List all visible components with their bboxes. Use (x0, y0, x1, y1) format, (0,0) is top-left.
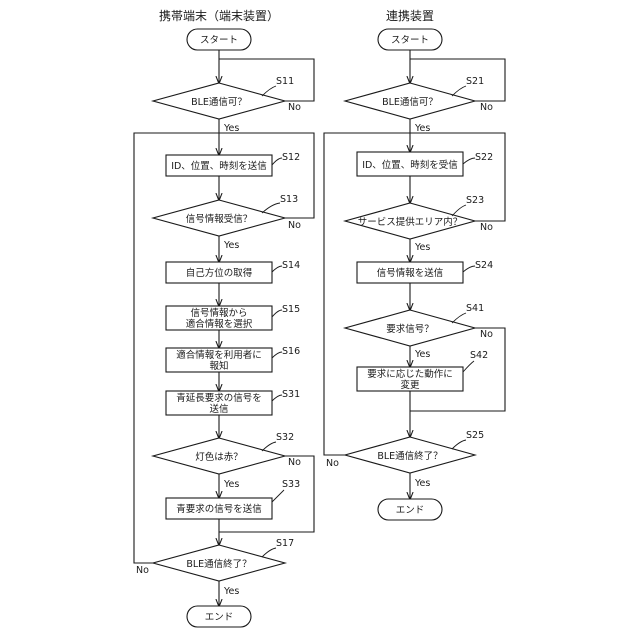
right-s25-yes: Yes (414, 478, 430, 489)
right-s21-yes: Yes (414, 123, 430, 134)
svg-text:自己方位の取得: 自己方位の取得 (186, 267, 253, 279)
svg-text:適合情報を選択: 適合情報を選択 (186, 318, 253, 330)
left-s17-decision: BLE通信終了？ (153, 545, 285, 581)
left-s11-no: No (288, 102, 301, 113)
svg-text:信号情報から: 信号情報から (190, 307, 247, 319)
svg-text:エンド: エンド (205, 612, 234, 623)
right-s25-no: No (326, 458, 339, 469)
right-s23-yes: Yes (414, 242, 430, 253)
left-s13-no: No (288, 220, 301, 231)
right-s41-decision: 要求信号？ (345, 310, 475, 346)
svg-text:スタート: スタート (200, 35, 238, 46)
right-s24-step: S24 (475, 260, 493, 271)
svg-text:変更: 変更 (400, 379, 420, 391)
left-start-terminal: スタート (187, 29, 251, 50)
right-s42-process: 要求に応じた動作に 変更 (357, 367, 463, 391)
right-s21-no: No (480, 102, 493, 113)
right-s22-process: ID、位置、時刻を受信 (357, 152, 463, 176)
svg-text:エンド: エンド (396, 505, 425, 516)
left-s32-yes: Yes (223, 479, 239, 490)
left-s32-step: S32 (276, 432, 294, 443)
left-s17-yes: Yes (223, 586, 239, 597)
left-s13-decision: 信号情報受信？ (153, 200, 285, 236)
right-start-terminal: スタート (378, 29, 442, 50)
left-s12-process: ID、位置、時刻を送信 (166, 155, 272, 176)
left-s11-decision: BLE通信可？ (153, 83, 285, 119)
left-s17-no: No (136, 565, 149, 576)
right-end-terminal: エンド (378, 499, 442, 520)
left-s15-step: S15 (282, 304, 300, 315)
left-s32-decision: 灯色は赤？ (153, 438, 285, 474)
left-s11-step: S11 (276, 76, 294, 87)
svg-text:BLE通信可？: BLE通信可？ (191, 96, 247, 108)
left-s16-process: 適合情報を利用者に 報知 (166, 348, 272, 372)
svg-text:適合情報を利用者に: 適合情報を利用者に (176, 349, 262, 361)
left-s13-step: S13 (280, 194, 298, 205)
svg-text:ID、位置、時刻を送信: ID、位置、時刻を送信 (171, 160, 267, 172)
svg-text:サービス提供エリア内？: サービス提供エリア内？ (358, 216, 463, 228)
right-s41-yes: Yes (414, 349, 430, 360)
right-s23-step: S23 (466, 195, 484, 206)
left-s31-process: 青延長要求の信号を 送信 (166, 391, 272, 415)
right-s41-step: S41 (466, 303, 484, 314)
left-end-terminal: エンド (187, 606, 251, 627)
svg-text:要求信号？: 要求信号？ (386, 323, 434, 335)
right-s21-step: S21 (466, 76, 484, 87)
svg-text:BLE通信可？: BLE通信可？ (382, 96, 438, 108)
svg-text:灯色は赤？: 灯色は赤？ (195, 451, 243, 463)
left-s33-process: 青要求の信号を送信 (166, 498, 272, 519)
left-s15-process: 信号情報から 適合情報を選択 (166, 306, 272, 330)
svg-text:青要求の信号を送信: 青要求の信号を送信 (176, 503, 262, 515)
left-s16-step: S16 (282, 346, 300, 357)
svg-text:送信: 送信 (209, 403, 228, 415)
right-s21-decision: BLE通信可？ (345, 83, 475, 119)
svg-text:青延長要求の信号を: 青延長要求の信号を (176, 392, 262, 404)
right-s42-step: S42 (470, 350, 488, 361)
svg-text:報知: 報知 (209, 360, 228, 372)
left-s14-step: S14 (282, 260, 300, 271)
right-s24-process: 信号情報を送信 (357, 262, 463, 283)
svg-text:要求に応じた動作に: 要求に応じた動作に (367, 368, 453, 380)
svg-text:信号情報を送信: 信号情報を送信 (377, 267, 444, 279)
left-s14-process: 自己方位の取得 (166, 262, 272, 283)
left-s12-step: S12 (282, 152, 300, 163)
right-column-header: 連携装置 (386, 8, 434, 23)
right-s23-no: No (480, 222, 493, 233)
left-s33-step: S33 (282, 479, 300, 490)
right-s22-step: S22 (475, 152, 493, 163)
svg-text:BLE通信終了？: BLE通信終了？ (186, 558, 251, 570)
left-s13-yes: Yes (223, 240, 239, 251)
right-s41-no: No (480, 329, 493, 340)
left-s32-no: No (288, 457, 301, 468)
svg-text:ID、位置、時刻を受信: ID、位置、時刻を受信 (362, 159, 458, 171)
right-s23-decision: サービス提供エリア内？ (345, 203, 475, 239)
svg-text:信号情報受信？: 信号情報受信？ (186, 213, 253, 225)
right-s25-step: S25 (466, 430, 484, 441)
left-s11-yes: Yes (223, 123, 239, 134)
svg-text:BLE通信終了？: BLE通信終了？ (377, 450, 442, 462)
left-s17-step: S17 (276, 538, 294, 549)
left-column-header: 携帯端末（端末装置） (159, 8, 279, 23)
left-s31-step: S31 (282, 389, 300, 400)
svg-text:スタート: スタート (391, 35, 429, 46)
right-s25-decision: BLE通信終了？ (345, 437, 475, 473)
